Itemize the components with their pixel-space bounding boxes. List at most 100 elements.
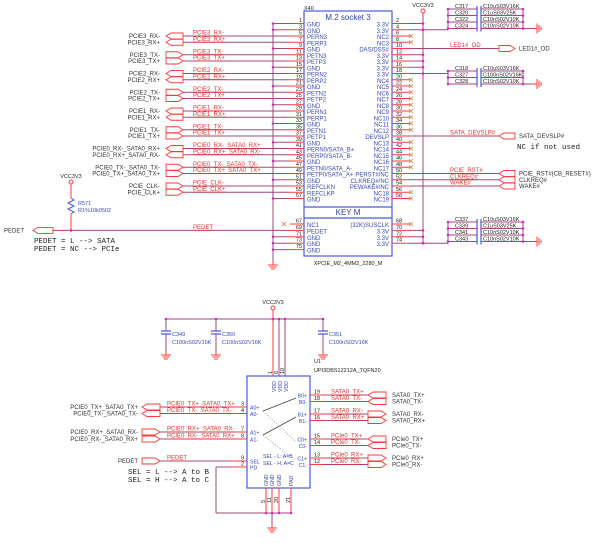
pin-label: NC16	[374, 160, 390, 166]
offpage-label: PCIE0_TX+_SATA0_TX+	[70, 405, 138, 411]
capacitor-ref: C337	[455, 217, 468, 223]
power-port-icon	[68, 179, 74, 185]
pin-number: 17	[296, 68, 302, 74]
pin-number: 47	[296, 162, 302, 168]
pin-number: 6	[396, 31, 399, 37]
pin-number: 13	[296, 56, 302, 62]
net-label: PCIE2_RX-	[193, 68, 224, 74]
no-connect-icon	[408, 121, 414, 126]
capacitor-ref: C327	[455, 73, 468, 79]
connector-refdes: X40	[304, 6, 314, 12]
no-connect-icon	[408, 189, 414, 195]
pin-label: GND	[307, 198, 321, 204]
pin-label: PEWAKE#/NC	[350, 185, 390, 191]
offpage-connector-icon	[141, 457, 161, 465]
pin-label: GND	[307, 179, 321, 185]
net-label: PCIE0_TX+_SATA0_TX+	[193, 168, 261, 174]
capacitor-icon	[476, 68, 482, 87]
pin-label: PERN2	[307, 73, 328, 79]
pin-label: A0+	[250, 406, 259, 412]
pin-number: 2	[396, 18, 399, 24]
net-label: PCIE_CLK+	[193, 187, 226, 193]
ground-icon	[534, 23, 542, 34]
offpage-connector-icon	[165, 188, 184, 196]
vcc-label: VCC3V3	[262, 300, 283, 306]
offpage-connector-icon	[367, 435, 387, 443]
pin-label: C0+	[297, 438, 307, 444]
pin-label: CLKREQ#/NC	[351, 179, 390, 185]
pin-number: 34	[396, 118, 402, 124]
offpage-label: PCIE2_RX-	[129, 72, 160, 78]
junction-dot	[277, 317, 281, 321]
ground-icon	[161, 352, 171, 360]
pin-label: PERP3	[307, 41, 327, 47]
pin-number: 7	[299, 37, 302, 43]
pin-label: 3.3V	[377, 229, 389, 235]
mux-path	[262, 397, 297, 412]
pin-label: A1-	[250, 438, 258, 444]
pin-number: 36	[396, 124, 402, 130]
pin-number: 73	[296, 238, 302, 244]
junction-dot	[271, 103, 275, 107]
pin-number: 40	[396, 137, 402, 143]
no-connect-icon	[408, 196, 414, 201]
ground-icon	[534, 236, 542, 247]
sel-note: SEL = L --> A to B	[128, 469, 210, 477]
pin-label: PETP3	[307, 60, 327, 66]
no-connect-icon	[408, 39, 414, 45]
junction-dot	[521, 7, 525, 11]
offpage-connector-icon	[498, 170, 516, 177]
vdd-pin-label: VDD	[272, 381, 278, 392]
junction-dot	[271, 47, 275, 50]
ground-icon	[267, 525, 277, 533]
pedet-note: PEDET = L --> SATA	[34, 238, 116, 246]
pin-label: NC8	[377, 104, 390, 110]
junction-dot	[446, 14, 450, 17]
pin-label: GND	[307, 141, 321, 147]
pin-number: 5	[261, 500, 267, 503]
pin-label: GND	[307, 48, 321, 54]
net-label: SATA0_TX+	[331, 390, 364, 396]
offpage-connector-icon	[165, 32, 184, 40]
junction-dot	[421, 22, 425, 25]
pin-number: 45	[296, 156, 302, 162]
pin-number: 13	[314, 453, 320, 459]
capacitor-value: C10nS02V10K	[483, 237, 520, 243]
pin-label: NC13	[374, 141, 390, 147]
offpage-label: PCIE2_RX+	[127, 78, 160, 84]
offpage-label: SATA_DEVSLP#	[519, 134, 565, 140]
net-label: PCIE0_TX-_SATA0_TX-	[193, 162, 258, 168]
pin-number: 55	[296, 187, 302, 193]
pin-number: 72	[396, 231, 402, 237]
offpage-label: PCIe0_RX-	[392, 463, 422, 469]
pin-label: PETN2	[307, 91, 327, 97]
capacitor-ref: C320	[455, 11, 468, 17]
mux-path	[262, 410, 297, 443]
net-label: PCIE0_RX-_SATA0_RX+	[193, 143, 261, 149]
pin-label: GND	[264, 474, 270, 486]
no-connect-icon	[408, 33, 414, 39]
capacitor-value: C10uS03V16K	[483, 217, 520, 223]
capacitor-value: C100nS02V16K	[172, 340, 212, 346]
pin-label: DAS/DSS#	[359, 48, 389, 54]
offpage-connector-icon	[165, 88, 184, 96]
capacitor-ref: C317	[455, 4, 468, 10]
net-label: PCIE1_RX-	[193, 106, 224, 112]
offpage-connector-icon	[165, 182, 184, 190]
pin-number: 56	[396, 187, 402, 193]
junction-dot	[264, 511, 268, 515]
pin-number: 16	[314, 415, 320, 421]
pin-number: 25	[296, 93, 302, 99]
offpage-label: PEDET	[118, 459, 138, 465]
ground-icon	[211, 352, 221, 360]
offpage-label: SATA0_TX-	[392, 400, 423, 406]
no-connect-icon	[408, 164, 414, 170]
pin-number: 43	[296, 149, 302, 155]
net-label: PCIE2_TX-	[193, 87, 223, 93]
mux-path	[262, 434, 297, 462]
pin-number: 29	[296, 106, 302, 112]
pin-number: 9	[241, 456, 244, 462]
pin-label: GND	[270, 474, 276, 486]
pin-number: 14	[314, 440, 320, 446]
no-connect-icon	[281, 221, 287, 227]
